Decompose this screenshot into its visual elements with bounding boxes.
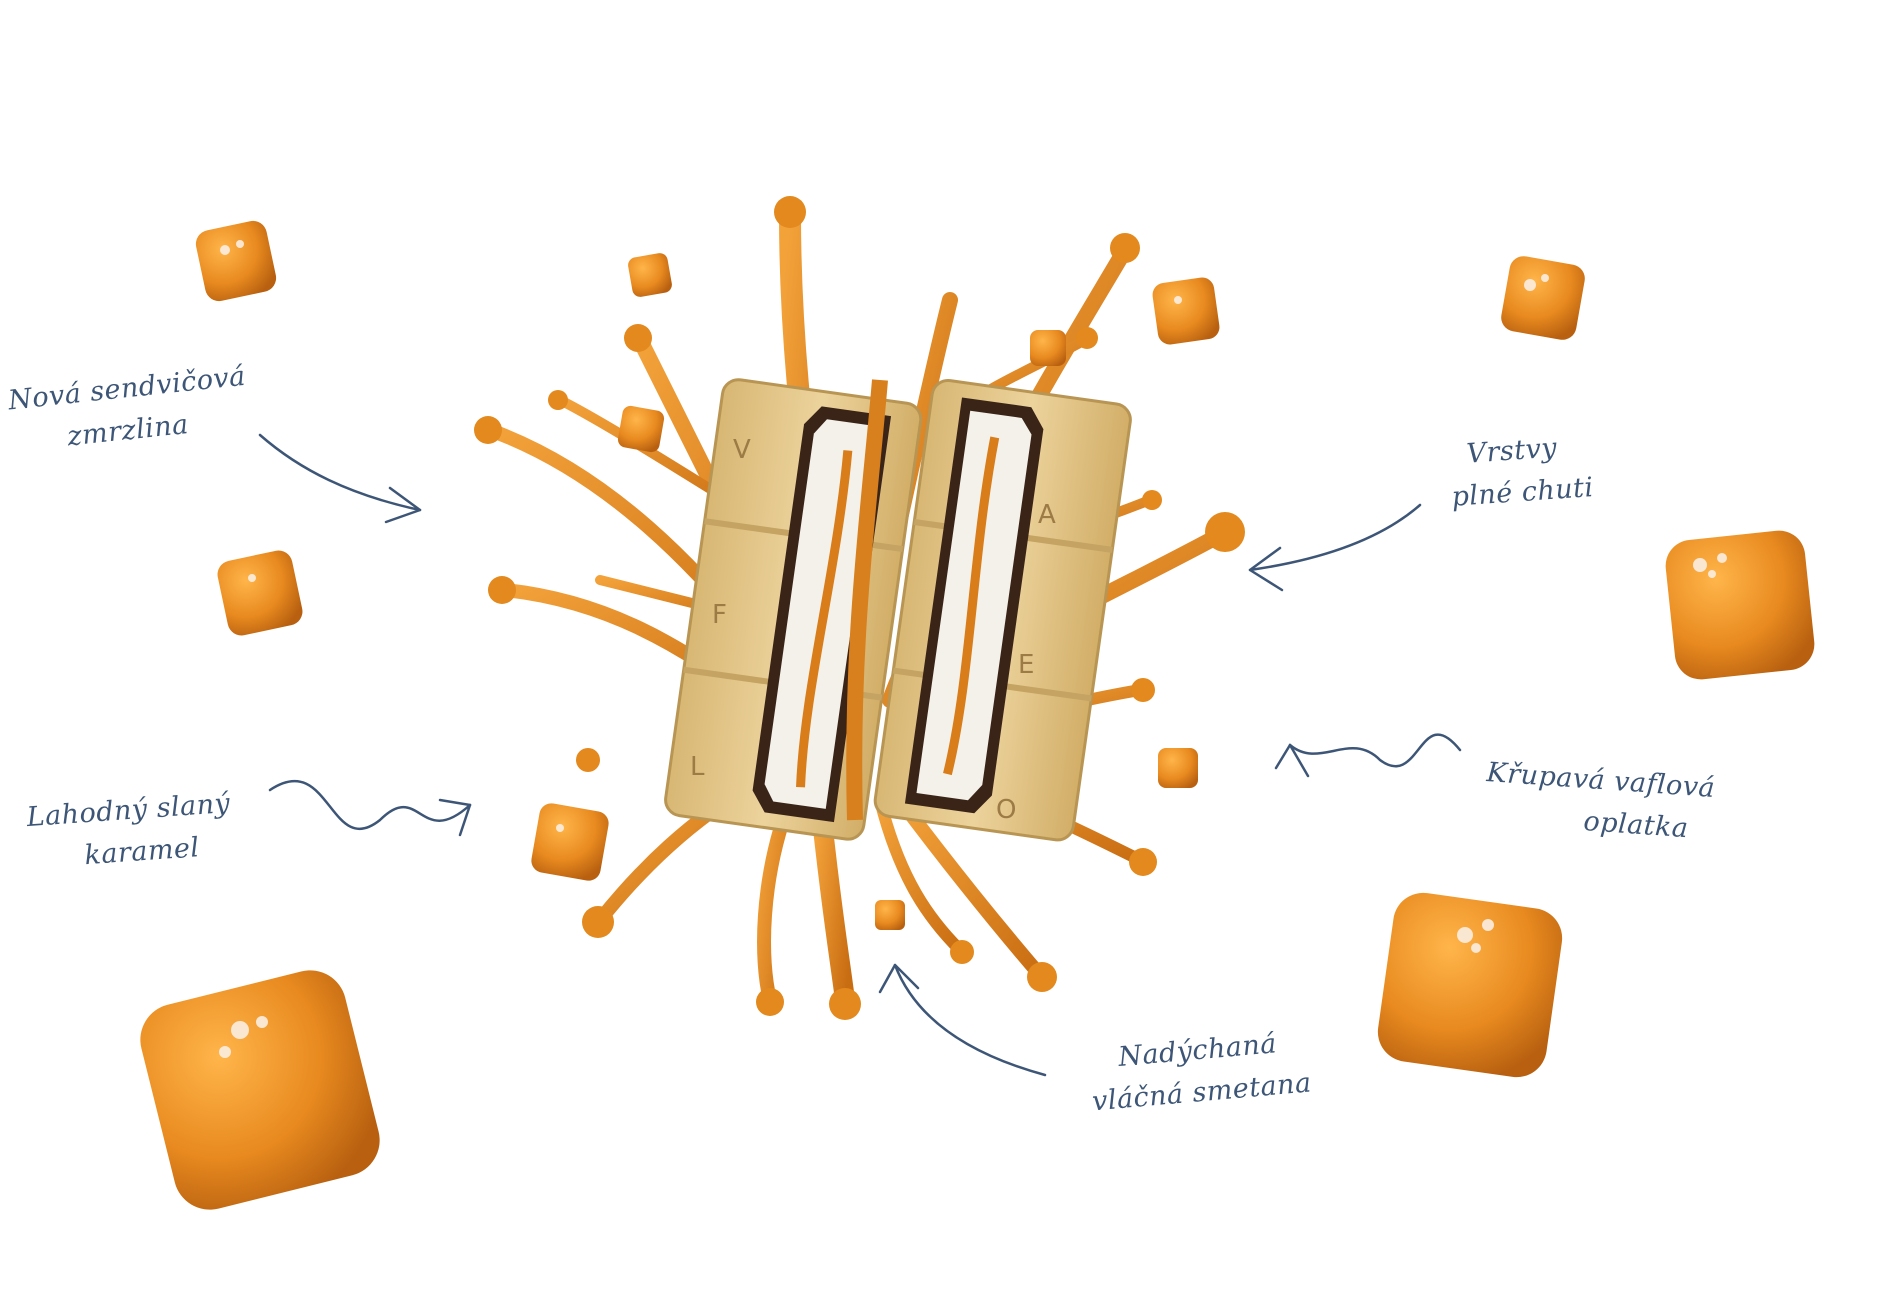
caramel-cubes [140,220,1815,1210]
wafer-sandwich [664,378,1132,842]
wafer-letter: E [1018,650,1035,680]
wafer-letter: L [690,752,705,782]
caramel-droplets [474,196,1245,1020]
wafer-letter: A [1038,500,1056,530]
label-layers-full-of-flavor: Vrstvy plné chuti [1447,425,1595,519]
label-crispy-wafer: Křupavá vaflová oplatka [1482,752,1716,852]
label-salted-caramel: Lahodný slaný karamel [25,783,234,881]
wafer-letter: F [712,600,727,630]
wafer-letter: V [733,435,751,465]
wafer-letter: O [996,795,1017,825]
annotation-arrows [258,433,1462,1077]
